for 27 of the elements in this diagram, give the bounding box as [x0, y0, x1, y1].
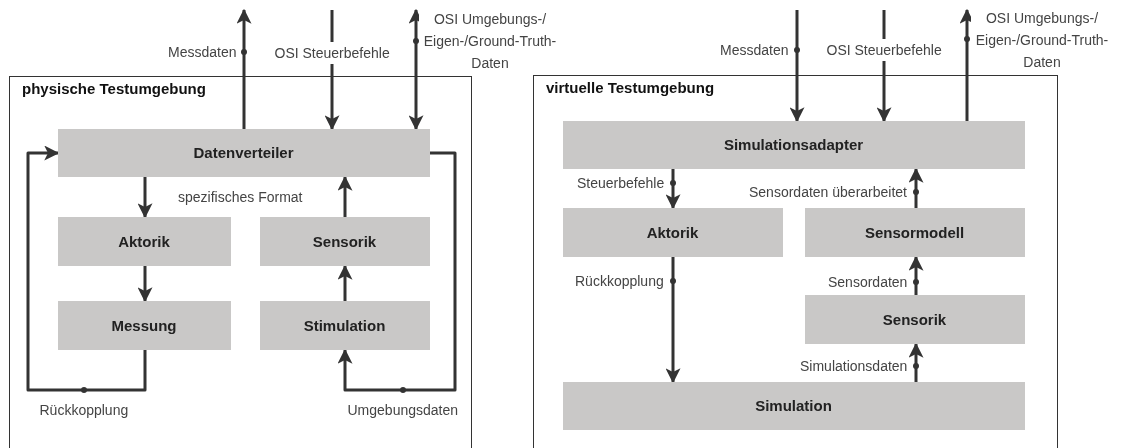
- box-label: Datenverteiler: [193, 144, 294, 161]
- box-label: Aktorik: [646, 223, 699, 241]
- process-box: [57, 216, 231, 266]
- edge-label: OSI Steuerbefehle: [273, 42, 391, 64]
- frame-title: physische Testumgebung: [22, 80, 206, 97]
- process-box: [562, 120, 1025, 169]
- process-box: [259, 216, 430, 266]
- environment-frame: [9, 76, 472, 448]
- process-box: [57, 128, 430, 177]
- edge-label: OSI Steuerbefehle: [825, 39, 943, 61]
- process-box: [562, 207, 783, 257]
- frame-title: virtuelle Testumgebung: [546, 79, 715, 96]
- box-label: Simulationsadapter: [723, 136, 864, 153]
- box-label: Simulation: [755, 397, 832, 414]
- box-label: Aktorik: [118, 232, 170, 250]
- annotation-text: spezifisches Format: [178, 189, 303, 205]
- box-label: Stimulation: [303, 316, 386, 334]
- box-label: Sensorik: [882, 310, 947, 328]
- environment-frame: [533, 75, 1058, 448]
- box-label: Sensormodell: [864, 223, 965, 241]
- process-box: [57, 300, 231, 350]
- process-box: [259, 300, 430, 350]
- process-box: [804, 294, 1025, 344]
- process-box: [562, 381, 1025, 430]
- box-label: Sensorik: [312, 232, 377, 250]
- box-label: Messung: [111, 316, 177, 334]
- process-box: [804, 207, 1025, 257]
